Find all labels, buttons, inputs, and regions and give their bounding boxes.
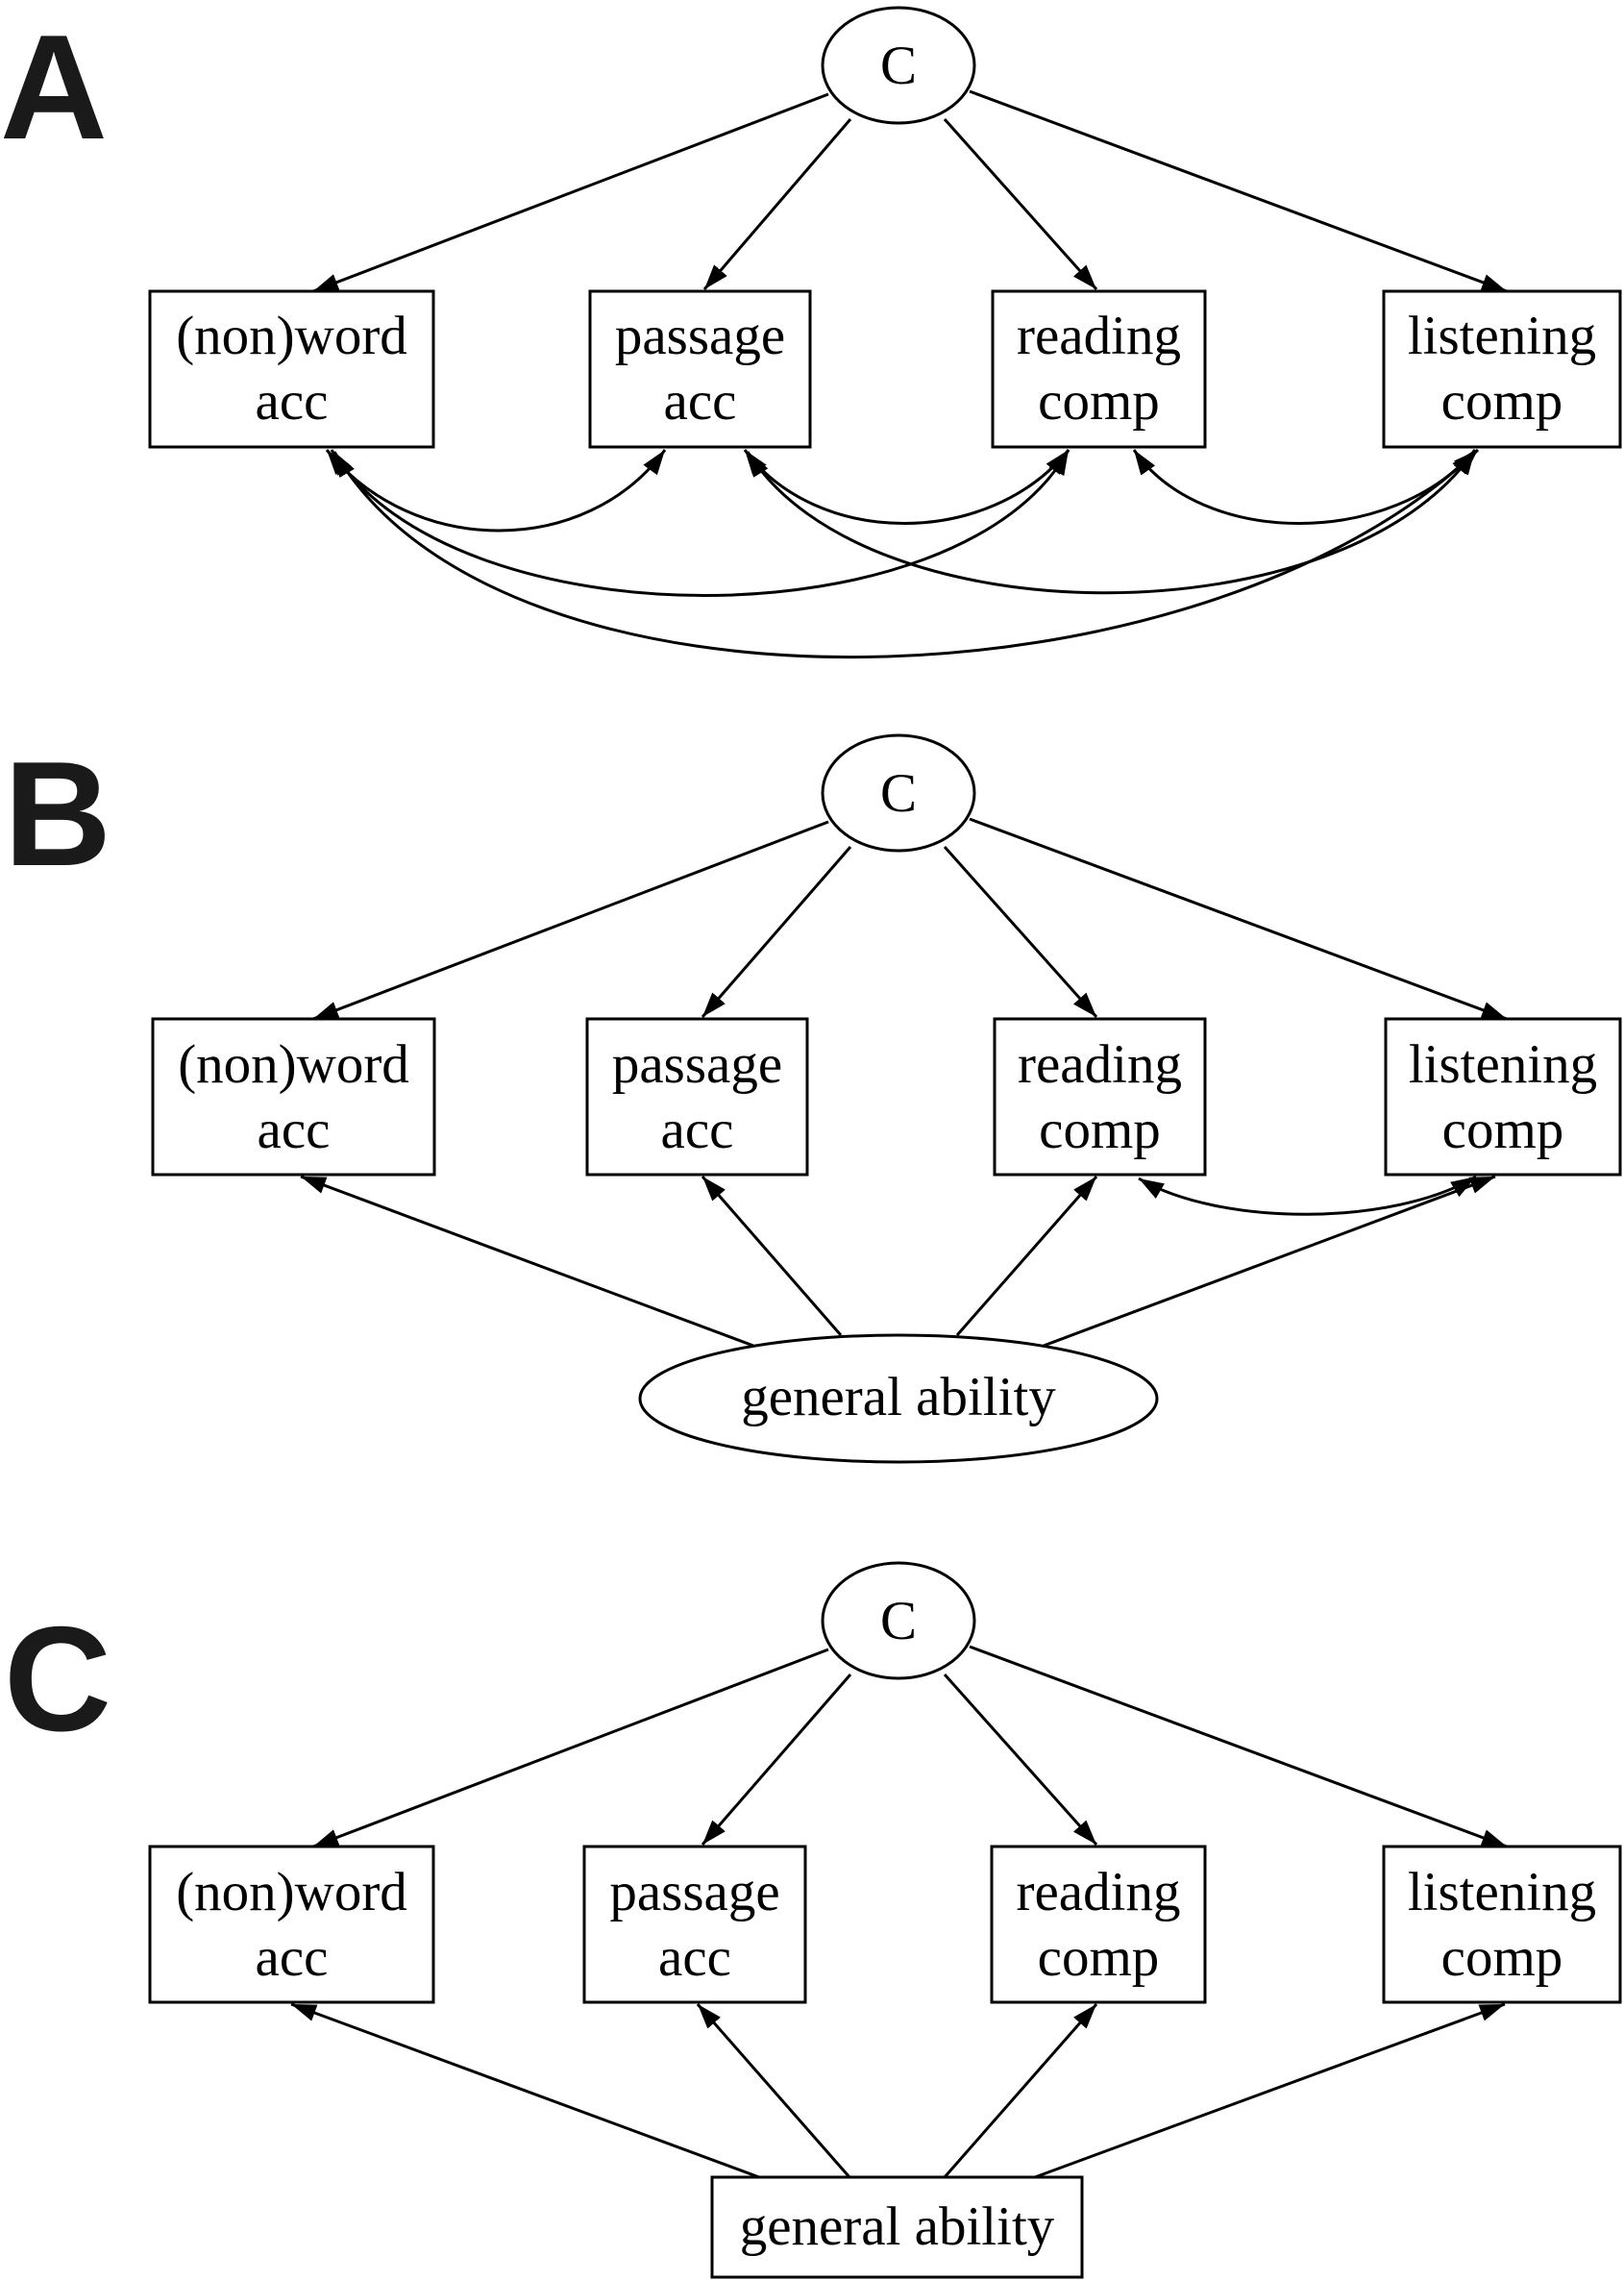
box-nonword-acc: (non)word acc [148,289,435,449]
box-passage-acc-line1: passage [615,306,785,366]
box-passage-acc-rect [585,1017,809,1177]
arrow-general-to-passage-acc [701,1176,843,1336]
box-listening-comp-line2: comp [1441,371,1563,432]
arrow-c-to-listening-comp [969,89,1508,293]
box-reading-comp-line1: reading [1017,306,1181,366]
box-listening-comp-rect [1382,1845,1622,2004]
arrow-general-to-listening-comp [1034,2002,1506,2179]
box-reading-comp-line2: comp [1038,371,1160,432]
box-listening-comp-line1: listening [1408,1862,1596,1922]
panel-b: B C (non)word acc passage acc reading co… [4,731,1622,1464]
box-reading-comp-line1: reading [1018,1034,1182,1095]
arrow-c-to-nonword-acc [312,92,829,293]
box-listening-comp-line1: listening [1408,306,1596,366]
latent-c-label: C [880,1591,917,1651]
arrow-general-to-listening-comp [1043,1175,1496,1348]
box-listening-comp-line1: listening [1409,1034,1597,1095]
general-ability-ellipse [638,1333,1159,1464]
arrow-c-to-reading-comp [943,1674,1098,1846]
box-passage-acc-rect [582,1845,807,2004]
arrow-general-to-nonword-acc [300,1175,754,1348]
arrow-general-to-reading-comp [955,1176,1098,1336]
box-reading-comp: reading comp [991,289,1207,449]
latent-c-ellipse [821,6,976,125]
box-nonword-acc-rect [148,289,435,449]
arrow-c-to-passage-acc [701,1674,852,1846]
box-passage-acc: passage acc [588,289,812,449]
covariance-nonword-listening [332,448,1480,659]
arrow-c-to-reading-comp [943,846,1098,1018]
latent-c-node: C [821,6,976,125]
latent-c-ellipse [821,733,976,853]
arrow-general-to-passage-acc [696,2003,851,2178]
box-passage-acc: passage acc [582,1845,807,2004]
box-listening-comp: listening comp [1384,1017,1622,1177]
panel-label-c: C [4,1596,111,1762]
general-ability-rect [710,2175,1084,2279]
box-reading-comp-line2: comp [1038,1927,1160,1988]
box-passage-acc-line2: acc [661,1100,734,1160]
covariance-nonword-reading [330,449,1070,597]
panel-a: A C (non)word acc passage acc reading co… [0,4,1622,659]
box-listening-comp-line2: comp [1442,1100,1564,1160]
box-reading-comp-line1: reading [1017,1862,1181,1922]
box-nonword-acc-line1: (non)word [176,1862,407,1922]
box-nonword-acc: (non)word acc [151,1017,436,1177]
box-nonword-acc-line2: acc [256,1927,329,1988]
box-nonword-acc-line1: (non)word [176,306,407,366]
box-passage-acc-line2: acc [664,371,737,432]
box-reading-comp: reading comp [990,1845,1207,2004]
box-listening-comp-line2: comp [1441,1927,1563,1988]
box-passage-acc-rect [588,289,812,449]
arrow-c-to-listening-comp [969,1645,1508,1848]
latent-c-node: C [821,733,976,853]
covariance-reading-listening [1132,449,1477,525]
covariance-nonword-passage [325,449,667,533]
arrow-c-to-nonword-acc [312,820,829,1021]
panel-label-b: B [4,731,111,897]
box-passage-acc: passage acc [585,1017,809,1177]
box-listening-comp: listening comp [1382,289,1622,449]
box-reading-comp-rect [991,289,1207,449]
box-nonword-acc-rect [151,1017,436,1177]
covariance-passage-reading [743,449,1070,525]
general-ability-label: general ability [741,1367,1056,1427]
arrow-c-to-passage-acc [702,118,852,290]
box-nonword-acc-line2: acc [258,1100,331,1160]
box-nonword-acc-rect [148,1845,435,2004]
box-listening-comp-rect [1384,1017,1622,1177]
covariance-reading-listening [1138,1175,1477,1216]
covariance-passage-listening [746,449,1477,595]
box-listening-comp-rect [1382,289,1622,449]
general-ability-label: general ability [740,2196,1055,2257]
latent-c-node: C [821,1561,976,1680]
box-nonword-acc: (non)word acc [148,1845,435,2004]
arrow-general-to-reading-comp [943,2003,1098,2178]
arrow-c-to-reading-comp [943,118,1098,290]
latent-c-label: C [880,763,917,824]
panel-label-a: A [0,4,108,170]
latent-c-label: C [880,36,917,96]
box-reading-comp-line2: comp [1039,1100,1161,1160]
general-ability-box: general ability [710,2175,1084,2279]
box-passage-acc-line2: acc [658,1927,731,1988]
box-reading-comp: reading comp [993,1017,1207,1177]
latent-c-ellipse [821,1561,976,1680]
box-reading-comp-rect [993,1017,1207,1177]
box-nonword-acc-line1: (non)word [178,1034,409,1095]
box-passage-acc-line1: passage [609,1862,779,1922]
arrow-c-to-listening-comp [969,817,1508,1021]
arrow-general-to-nonword-acc [290,2002,760,2179]
arrow-c-to-passage-acc [701,846,852,1018]
panel-c: C C (non)word acc passage acc reading co… [4,1561,1622,2279]
box-passage-acc-line1: passage [612,1034,782,1095]
box-listening-comp: listening comp [1382,1845,1622,2004]
arrow-c-to-nonword-acc [312,1648,829,1848]
box-nonword-acc-line2: acc [256,371,329,432]
general-ability-node: general ability [638,1333,1159,1464]
box-reading-comp-rect [990,1845,1207,2004]
